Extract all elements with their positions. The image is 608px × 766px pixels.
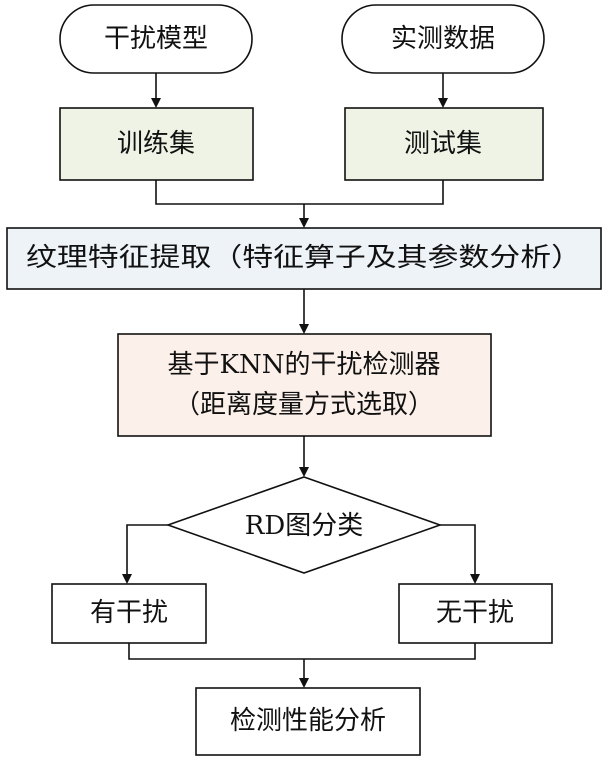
rd-classify-label: RD图分类 — [245, 511, 363, 541]
test-set-label: 测试集 — [404, 129, 482, 159]
edge-rd-to-no — [440, 524, 480, 584]
training-set-label: 训练集 — [117, 129, 195, 159]
has-interference-label: 有干扰 — [90, 598, 168, 628]
rd-classify-shape — [165, 476, 443, 574]
measured-data-shape — [341, 4, 545, 74]
measured-data-node: 实测数据 — [341, 4, 545, 74]
interference-model-label: 干扰模型 — [104, 24, 208, 54]
performance-shape — [195, 687, 421, 756]
training-set-shape — [59, 107, 254, 181]
performance-label: 检测性能分析 — [230, 706, 386, 736]
interference-model-shape — [59, 4, 253, 74]
has-interference-node: 有干扰 — [51, 583, 207, 644]
test-set-shape — [344, 107, 544, 181]
no-interference-label: 无干扰 — [436, 598, 514, 628]
texture-feature-node: 纹理特征提取（特征算子及其参数分析） — [6, 227, 602, 290]
knn-detector-node: 基于KNN的干扰检测器 （距离度量方式选取） — [117, 333, 492, 437]
no-interference-shape — [398, 583, 553, 644]
edge-rd-to-has — [122, 524, 168, 584]
rd-classify-node: RD图分类 — [165, 476, 443, 574]
knn-detector-label-line1: 基于KNN的干扰检测器 — [168, 350, 441, 380]
edge-training-test-merge — [155, 180, 444, 205]
test-set-node: 测试集 — [344, 107, 544, 181]
connectors — [122, 73, 480, 688]
no-interference-node: 无干扰 — [398, 583, 553, 644]
texture-feature-shape — [6, 227, 602, 290]
interference-model-node: 干扰模型 — [59, 4, 253, 74]
performance-node: 检测性能分析 — [195, 687, 421, 756]
training-set-node: 训练集 — [59, 107, 254, 181]
has-interference-shape — [51, 583, 207, 644]
knn-detector-label-line2: （距离度量方式选取） — [174, 390, 434, 420]
knn-detector-shape — [117, 333, 492, 437]
edge-results-merge — [128, 643, 476, 660]
texture-feature-label: 纹理特征提取（特征算子及其参数分析） — [26, 243, 582, 273]
measured-data-label: 实测数据 — [391, 24, 495, 54]
